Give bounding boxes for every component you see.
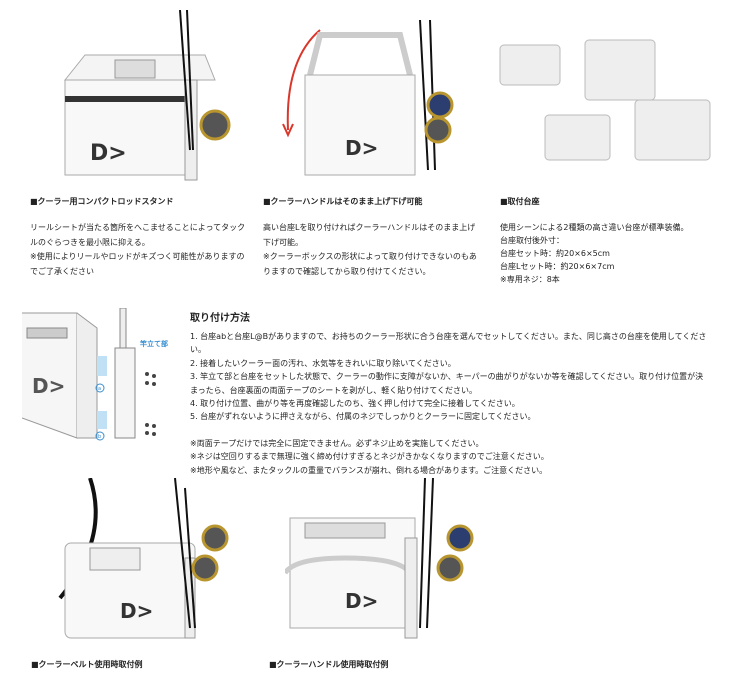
feature-title: ■クーラーハンドルはそのまま上げ下げ可能 bbox=[263, 197, 423, 206]
feature-rod-stand: ■クーラー用コンパクトロッドスタンド リールシートが当たる箇所をへこませることに… bbox=[30, 196, 245, 279]
belt-example-image: D> bbox=[58, 478, 229, 639]
feature-line: 台座取付後外寸： bbox=[500, 236, 564, 245]
step-line: い。 bbox=[190, 345, 206, 355]
feature-line: りますので確認してから取り付けてください。 bbox=[263, 266, 431, 276]
installation-section: 取り付け方法 1. 台座abと台座L@Bがありますので、お持ちのクーラー形状に合… bbox=[190, 309, 706, 477]
belt-example-caption: ■クーラーベルト使用時取付例 bbox=[31, 660, 143, 669]
base-b-label: b bbox=[98, 434, 101, 440]
step-line: 2. 接着したいクーラー面の汚れ、水気等をきれいに取り除いてください。 bbox=[190, 358, 456, 368]
feature-line: 下げ可能。 bbox=[263, 237, 303, 247]
step-line: 3. 竿立て部と台座をセットした状態で、クーラーの動作に支障がないか、キーパーの… bbox=[190, 372, 704, 382]
installation-diagram: D> 竿立て部 a b bbox=[22, 308, 168, 441]
svg-text:D>: D> bbox=[32, 374, 65, 398]
feature-line: 使用シーンによる2種類の高さ違い台座が標準装備。 bbox=[500, 223, 689, 232]
feature-line: ※使用によりリールやロッドがキズつく可能性がありますの bbox=[30, 252, 245, 261]
feature-line: 高い台座Lを取り付ければクーラーハンドルはそのまま上げ bbox=[263, 223, 476, 232]
step-line: まったら、台座裏面の両面テープのシートを剥がし、軽く貼り付けてください。 bbox=[190, 385, 477, 395]
step-line: 5. 台座がずれないように押さえながら、付属のネジでしっかりとクーラーに固定して… bbox=[190, 412, 536, 422]
handle-example-caption: ■クーラーハンドル使用時取付例 bbox=[269, 660, 389, 669]
note-line: ※ネジは空回りするまで無理に強く締め付けすぎるとネジがきかなくなりますのでご注意… bbox=[190, 452, 549, 462]
feature-line: でご了承ください bbox=[30, 266, 94, 276]
feature-line: リールシートが当たる箇所をへこませることによってタック bbox=[30, 223, 246, 232]
feature-line: 台座Lセット時：約20×6×7cm bbox=[500, 262, 615, 271]
feature-line: ※専用ネジ：8本 bbox=[500, 275, 560, 284]
svg-text:D>: D> bbox=[345, 136, 378, 160]
cooler-handle-image: D> bbox=[282, 20, 454, 176]
feature-handle: ■クーラーハンドルはそのまま上げ下げ可能 高い台座Lを取り付ければクーラーハンド… bbox=[263, 196, 477, 279]
arrow-icon bbox=[286, 29, 321, 131]
step-line: 1. 台座abと台座L@Bがありますので、お持ちのクーラー形状に合う台座を選んで… bbox=[190, 332, 707, 341]
handle-example-image: D> bbox=[285, 478, 474, 639]
cooler-rod-stand-image: D> bbox=[63, 10, 231, 181]
feature-line: 台座セット時：約20×6×5cm bbox=[500, 249, 610, 258]
note-line: ※地形や風など、またタックルの重量でバランスが崩れ、倒れる場合があります。ご注意… bbox=[190, 465, 548, 475]
feature-title: ■取付台座 bbox=[500, 197, 540, 206]
feature-mount-base: ■取付台座 使用シーンによる2種類の高さ違い台座が標準装備。 台座取付後外寸： … bbox=[500, 196, 688, 286]
base-a-label: a bbox=[98, 386, 101, 392]
step-line: 4. 取り付け位置、曲がり等を再度確認したのち、強く押し付けて完全に接着してくだ… bbox=[190, 399, 520, 409]
feature-title: ■クーラー用コンパクトロッドスタンド bbox=[30, 197, 174, 206]
mounting-bases-image bbox=[499, 39, 711, 161]
feature-line: ルのぐらつきを最小限に抑える。 bbox=[30, 237, 150, 247]
stand-label: 竿立て部 bbox=[140, 339, 168, 348]
svg-text:D>: D> bbox=[90, 141, 127, 166]
svg-text:D>: D> bbox=[345, 589, 378, 613]
note-line: ※両面テープだけでは完全に固定できません。必ずネジ止めを実施してください。 bbox=[190, 438, 484, 448]
installation-title: 取り付け方法 bbox=[190, 313, 250, 324]
feature-line: ※クーラーボックスの形状によって取り付けできないのもあ bbox=[263, 252, 477, 261]
svg-text:D>: D> bbox=[120, 599, 153, 623]
